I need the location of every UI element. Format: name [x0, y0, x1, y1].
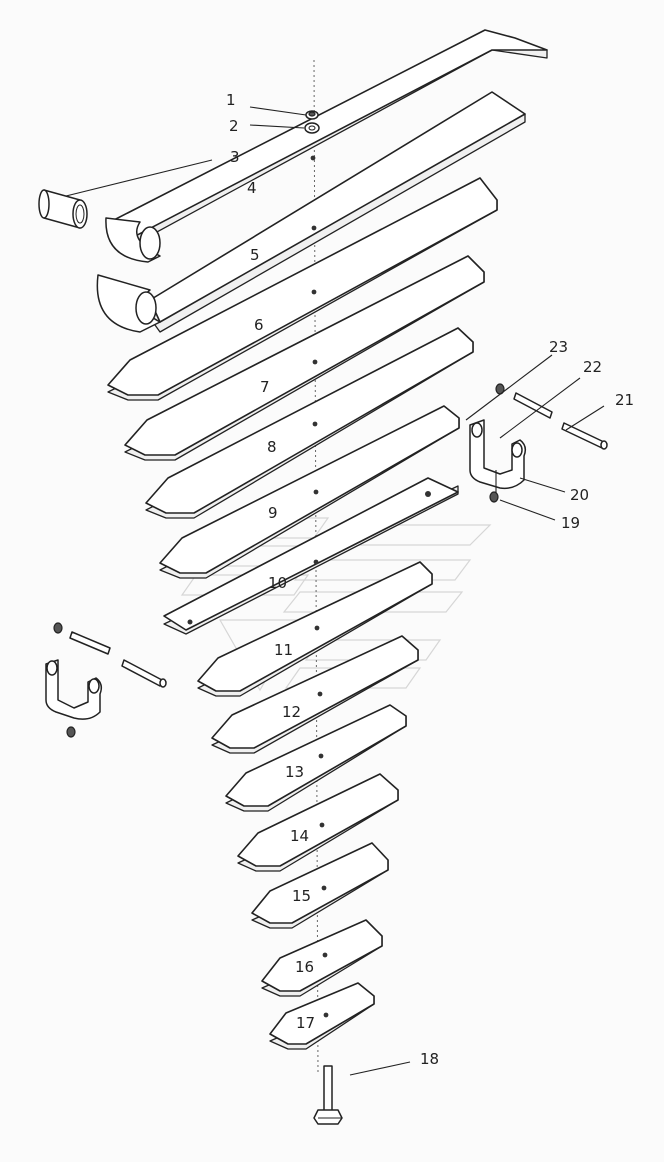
- callout-10: 10: [268, 574, 287, 592]
- leaf-5-eye: [135, 291, 157, 325]
- center-bolt: [313, 1065, 343, 1125]
- leaf-15: [251, 842, 389, 929]
- leaf-10: [163, 477, 459, 635]
- leaf-8: [145, 327, 474, 519]
- callout-15: 15: [292, 887, 311, 905]
- callout-16: 16: [295, 958, 314, 976]
- center-nut: [305, 110, 319, 120]
- eye-bushing: [38, 189, 88, 229]
- callout-20: 20: [570, 486, 589, 504]
- leaf-5: [96, 91, 526, 333]
- callout-19: 19: [561, 514, 580, 532]
- leaf-17: [269, 982, 375, 1050]
- leaf-6: [107, 177, 498, 401]
- leaf-4-main: [105, 29, 548, 263]
- callout-6: 6: [254, 316, 264, 334]
- callout-12: 12: [282, 703, 301, 721]
- callout-4: 4: [247, 179, 257, 197]
- leaf-16: [261, 919, 383, 997]
- callout-13: 13: [285, 763, 304, 781]
- leaf-9: [159, 405, 460, 579]
- callout-18: 18: [420, 1050, 439, 1068]
- right-shackle-assembly: [469, 383, 608, 503]
- center-bolt-holes: [310, 155, 329, 1018]
- callout-21: 21: [615, 391, 634, 409]
- callout-labels: 1 2 3 4 5 6 7 8 9 10 11 12 13 14 15 16 1…: [226, 91, 634, 1068]
- leaf-11: [197, 561, 433, 697]
- callout-1: 1: [226, 91, 236, 109]
- center-washer: [304, 122, 320, 134]
- leaf-12: [211, 635, 419, 754]
- callout-9: 9: [268, 504, 278, 522]
- callout-5: 5: [250, 246, 260, 264]
- leaf-13: [225, 704, 407, 812]
- callout-7: 7: [260, 378, 270, 396]
- leader-lines: [65, 106, 605, 1076]
- left-shackle-assembly: [45, 622, 167, 738]
- callout-23: 23: [549, 338, 568, 356]
- callout-2: 2: [229, 117, 239, 135]
- callout-14: 14: [290, 827, 309, 845]
- callout-11: 11: [274, 641, 293, 659]
- callout-3: 3: [230, 148, 240, 166]
- callout-8: 8: [267, 438, 277, 456]
- leaf-4-eye: [139, 226, 161, 260]
- leaf-7: [124, 255, 485, 461]
- leaf-14: [237, 773, 399, 872]
- callout-17: 17: [296, 1014, 315, 1032]
- callout-22: 22: [583, 358, 602, 376]
